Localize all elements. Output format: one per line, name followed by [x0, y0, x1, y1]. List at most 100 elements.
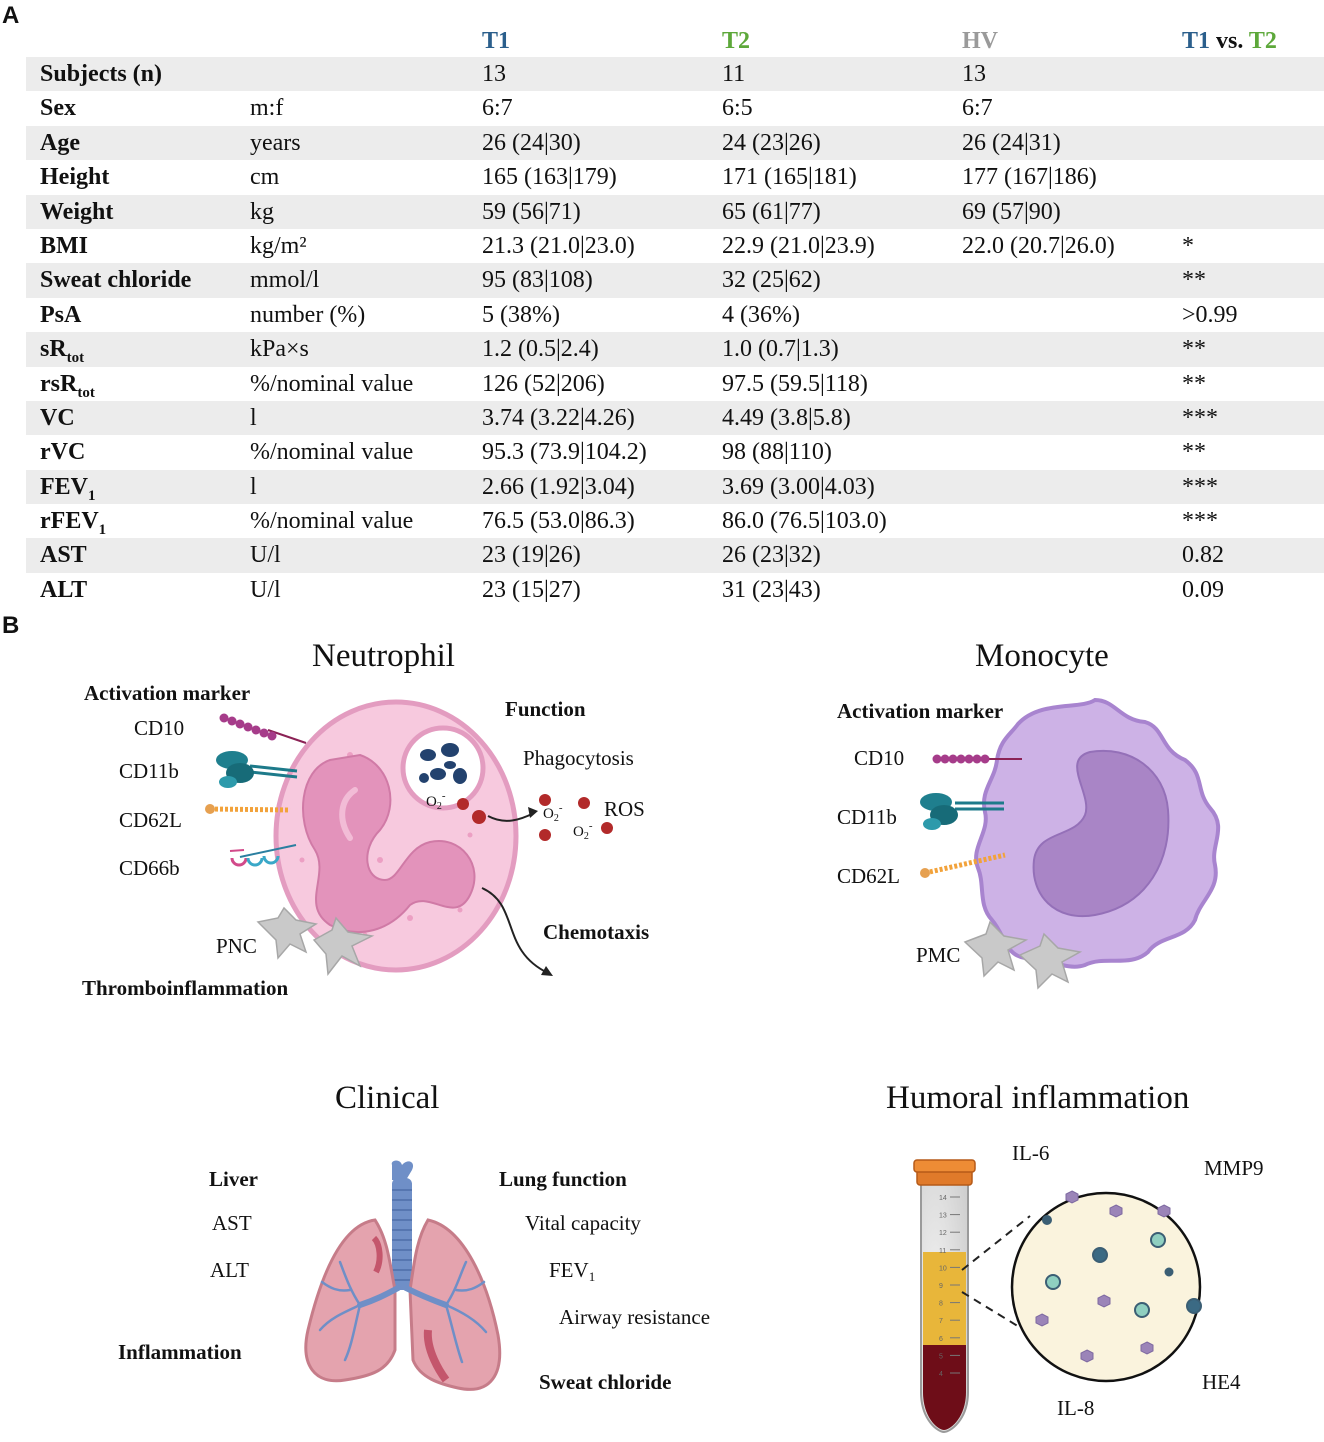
o2-subscript: 2 — [583, 831, 589, 842]
monocyte-activation-marker-label: Activation marker — [837, 699, 1004, 723]
hv-value-cell: 177 (167|186) — [962, 164, 1097, 191]
neutrophil-receptors — [205, 713, 307, 867]
tube-tick-label: 4 — [939, 1371, 943, 1378]
unit-cell: %/nominal value — [250, 508, 414, 535]
neutrophil-cd10-label: CD10 — [134, 716, 185, 740]
o2-label-ros-2: O2- — [573, 821, 593, 842]
o2-superscript: - — [558, 802, 563, 814]
parameter-cell: Weight — [40, 195, 113, 229]
platelets-monocyte — [963, 920, 1083, 990]
header-comp-t2: T2 — [1248, 28, 1277, 54]
il6-label: IL-6 — [1012, 1141, 1050, 1165]
parameter-subscript: 1 — [98, 522, 107, 539]
tube-tick-label: 9 — [939, 1283, 943, 1290]
hv-value-cell: 13 — [962, 61, 986, 87]
parameter-text: Subjects (n) — [40, 61, 163, 87]
plasma-zoom-circle — [1010, 1190, 1202, 1383]
right-lung — [408, 1218, 502, 1391]
lung-function-label: Lung function — [499, 1167, 627, 1191]
p-value-cell: 0.82 — [1182, 542, 1224, 569]
function-label: Function — [505, 697, 586, 721]
p-value-cell: ** — [1182, 336, 1206, 363]
cd10-receptor-neutrophil — [219, 713, 307, 744]
neutrophil-title: Neutrophil — [312, 638, 455, 674]
parameter-text: rFEV — [40, 508, 99, 535]
parameter-cell: rFEV1 — [40, 504, 106, 538]
lungs-illustration — [304, 1160, 502, 1391]
clinical-title: Clinical — [335, 1080, 440, 1116]
parameter-text: rsR — [40, 370, 78, 397]
t2-value-cell: 26 (23|32) — [722, 542, 821, 569]
hv-value-cell: 6:7 — [962, 95, 993, 122]
parameter-text: ALT — [40, 576, 88, 603]
parameter-cell: FEV1 — [40, 470, 96, 504]
p-value-cell: *** — [1182, 508, 1218, 535]
panel-label-a: A — [2, 2, 20, 29]
parameter-text: rVC — [40, 439, 86, 466]
header-hv: HV — [962, 28, 998, 54]
o2-superscript: - — [588, 820, 593, 832]
unit-cell: years — [250, 129, 301, 156]
neutrophil-cd66b-label: CD66b — [119, 856, 180, 880]
t1-value-cell: 95 (83|108) — [482, 267, 593, 294]
p-value-cell: >0.99 — [1182, 301, 1238, 328]
header-comp-vs: vs. — [1210, 28, 1249, 54]
pnc-label: PNC — [216, 934, 257, 958]
o2-text: O — [573, 824, 584, 840]
parameter-cell: VC — [40, 401, 75, 435]
p-value-cell: 0.09 — [1182, 576, 1224, 603]
unit-cell: kg — [250, 198, 274, 225]
t1-value-cell: 1.2 (0.5|2.4) — [482, 336, 599, 363]
unit-cell: %/nominal value — [250, 439, 414, 466]
t1-value-cell: 165 (163|179) — [482, 164, 617, 191]
t2-value-cell: 4 (36%) — [722, 301, 800, 328]
t2-value-cell: 32 (25|62) — [722, 267, 821, 294]
tube-tick-label: 10 — [939, 1265, 947, 1272]
zoom-line-top — [961, 1215, 1031, 1271]
header-comparison: T1 vs. T2 — [1182, 28, 1277, 55]
t2-value-cell: 4.49 (3.8|5.8) — [722, 404, 851, 431]
monocyte-cd62l-label: CD62L — [837, 864, 900, 888]
p-value-cell: ** — [1182, 439, 1206, 466]
cd11b-receptor-neutrophil — [216, 751, 298, 788]
pmc-label: PMC — [916, 943, 961, 967]
monocyte-receptors — [920, 754, 1022, 878]
parameter-cell: rVC — [40, 435, 85, 469]
cd62l-receptor-monocyte — [920, 852, 1006, 878]
t1-value-cell: 26 (24|30) — [482, 129, 581, 156]
cd11b-receptor-monocyte — [920, 793, 1004, 830]
il8-label: IL-8 — [1057, 1396, 1095, 1420]
tube-tick-label: 5 — [939, 1353, 943, 1360]
parameter-cell: Subjects (n) — [40, 57, 162, 91]
monocyte-nucleus — [1032, 749, 1170, 918]
t2-value-cell: 11 — [722, 61, 746, 87]
parameter-cell: sRtot — [40, 332, 84, 366]
p-value-cell: * — [1182, 232, 1194, 259]
t1-value-cell: 59 (56|71) — [482, 198, 581, 225]
hv-value-cell: 69 (57|90) — [962, 198, 1061, 225]
ros-particles — [539, 794, 613, 841]
mmp9-label: MMP9 — [1204, 1156, 1264, 1180]
fev-subscript: 1 — [588, 1269, 596, 1284]
bronchi — [357, 1285, 449, 1308]
parameter-cell: BMI — [40, 229, 88, 263]
fev1-label: FEV1 — [549, 1258, 595, 1283]
airway-resistance-label: Airway resistance — [559, 1305, 711, 1329]
clinical-ast-label: AST — [212, 1211, 252, 1235]
hv-value-cell: 26 (24|31) — [962, 129, 1061, 156]
left-lung — [304, 1218, 397, 1383]
parameter-text: PsA — [40, 301, 82, 328]
t1-value-cell: 76.5 (53.0|86.3) — [482, 508, 635, 535]
t1-value-cell: 3.74 (3.22|4.26) — [482, 404, 635, 431]
o2-subscript: 2 — [553, 813, 559, 824]
parameter-text: Weight — [40, 198, 114, 225]
